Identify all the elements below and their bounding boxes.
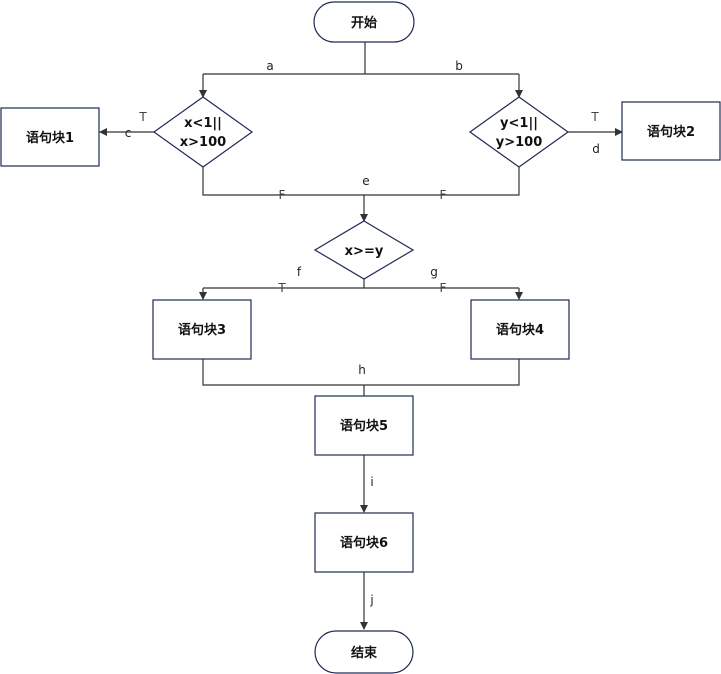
branch-false-3: F — [440, 281, 447, 295]
decision-y-range-line1: y<1|| — [500, 116, 538, 131]
edge-label-e: e — [362, 174, 369, 188]
block-1-label: 语句块1 — [26, 130, 74, 146]
edge-label-c: c — [125, 126, 132, 140]
edge-label-d: d — [592, 142, 600, 156]
edge-label-f: f — [297, 265, 302, 279]
start-terminal — [313, 1, 415, 43]
block-2 — [621, 101, 721, 161]
branch-true-2: T — [590, 110, 599, 124]
block-3 — [152, 299, 252, 360]
block-2-label: 语句块2 — [647, 124, 695, 140]
block-6 — [314, 512, 414, 573]
decision-y-range-line2: y>100 — [496, 135, 543, 150]
decision-x-ge-y — [313, 220, 415, 280]
edge-merge-h — [202, 359, 520, 386]
decision-x-ge-y-label: x>=y — [345, 244, 384, 259]
edge-label-j: j — [369, 593, 373, 607]
block-5 — [314, 395, 414, 456]
edge-false-merge — [202, 167, 520, 196]
branch-false-2: F — [440, 188, 447, 202]
branch-false-1: F — [279, 188, 286, 202]
start-label: 开始 — [351, 15, 377, 31]
branch-true-3: T — [277, 281, 286, 295]
block-6-label: 语句块6 — [340, 535, 388, 551]
block-4 — [470, 299, 570, 360]
block-3-label: 语句块3 — [178, 322, 226, 338]
decision-x-range-line1: x<1|| — [184, 116, 222, 131]
end-terminal — [314, 630, 414, 674]
edge-label-a: a — [266, 59, 273, 73]
edge-label-b: b — [455, 59, 463, 73]
edge-label-g: g — [430, 265, 438, 279]
block-5-label: 语句块5 — [340, 418, 388, 434]
edge-label-i: i — [370, 475, 373, 489]
edge-label-h: h — [358, 363, 366, 377]
block-1 — [0, 107, 100, 167]
decision-x-range — [152, 96, 254, 168]
branch-true-1: T — [138, 110, 147, 124]
decision-y-range — [468, 96, 570, 168]
decision-x-range-line2: x>100 — [180, 135, 226, 150]
block-4-label: 语句块4 — [496, 322, 544, 338]
end-label: 结束 — [351, 645, 378, 661]
